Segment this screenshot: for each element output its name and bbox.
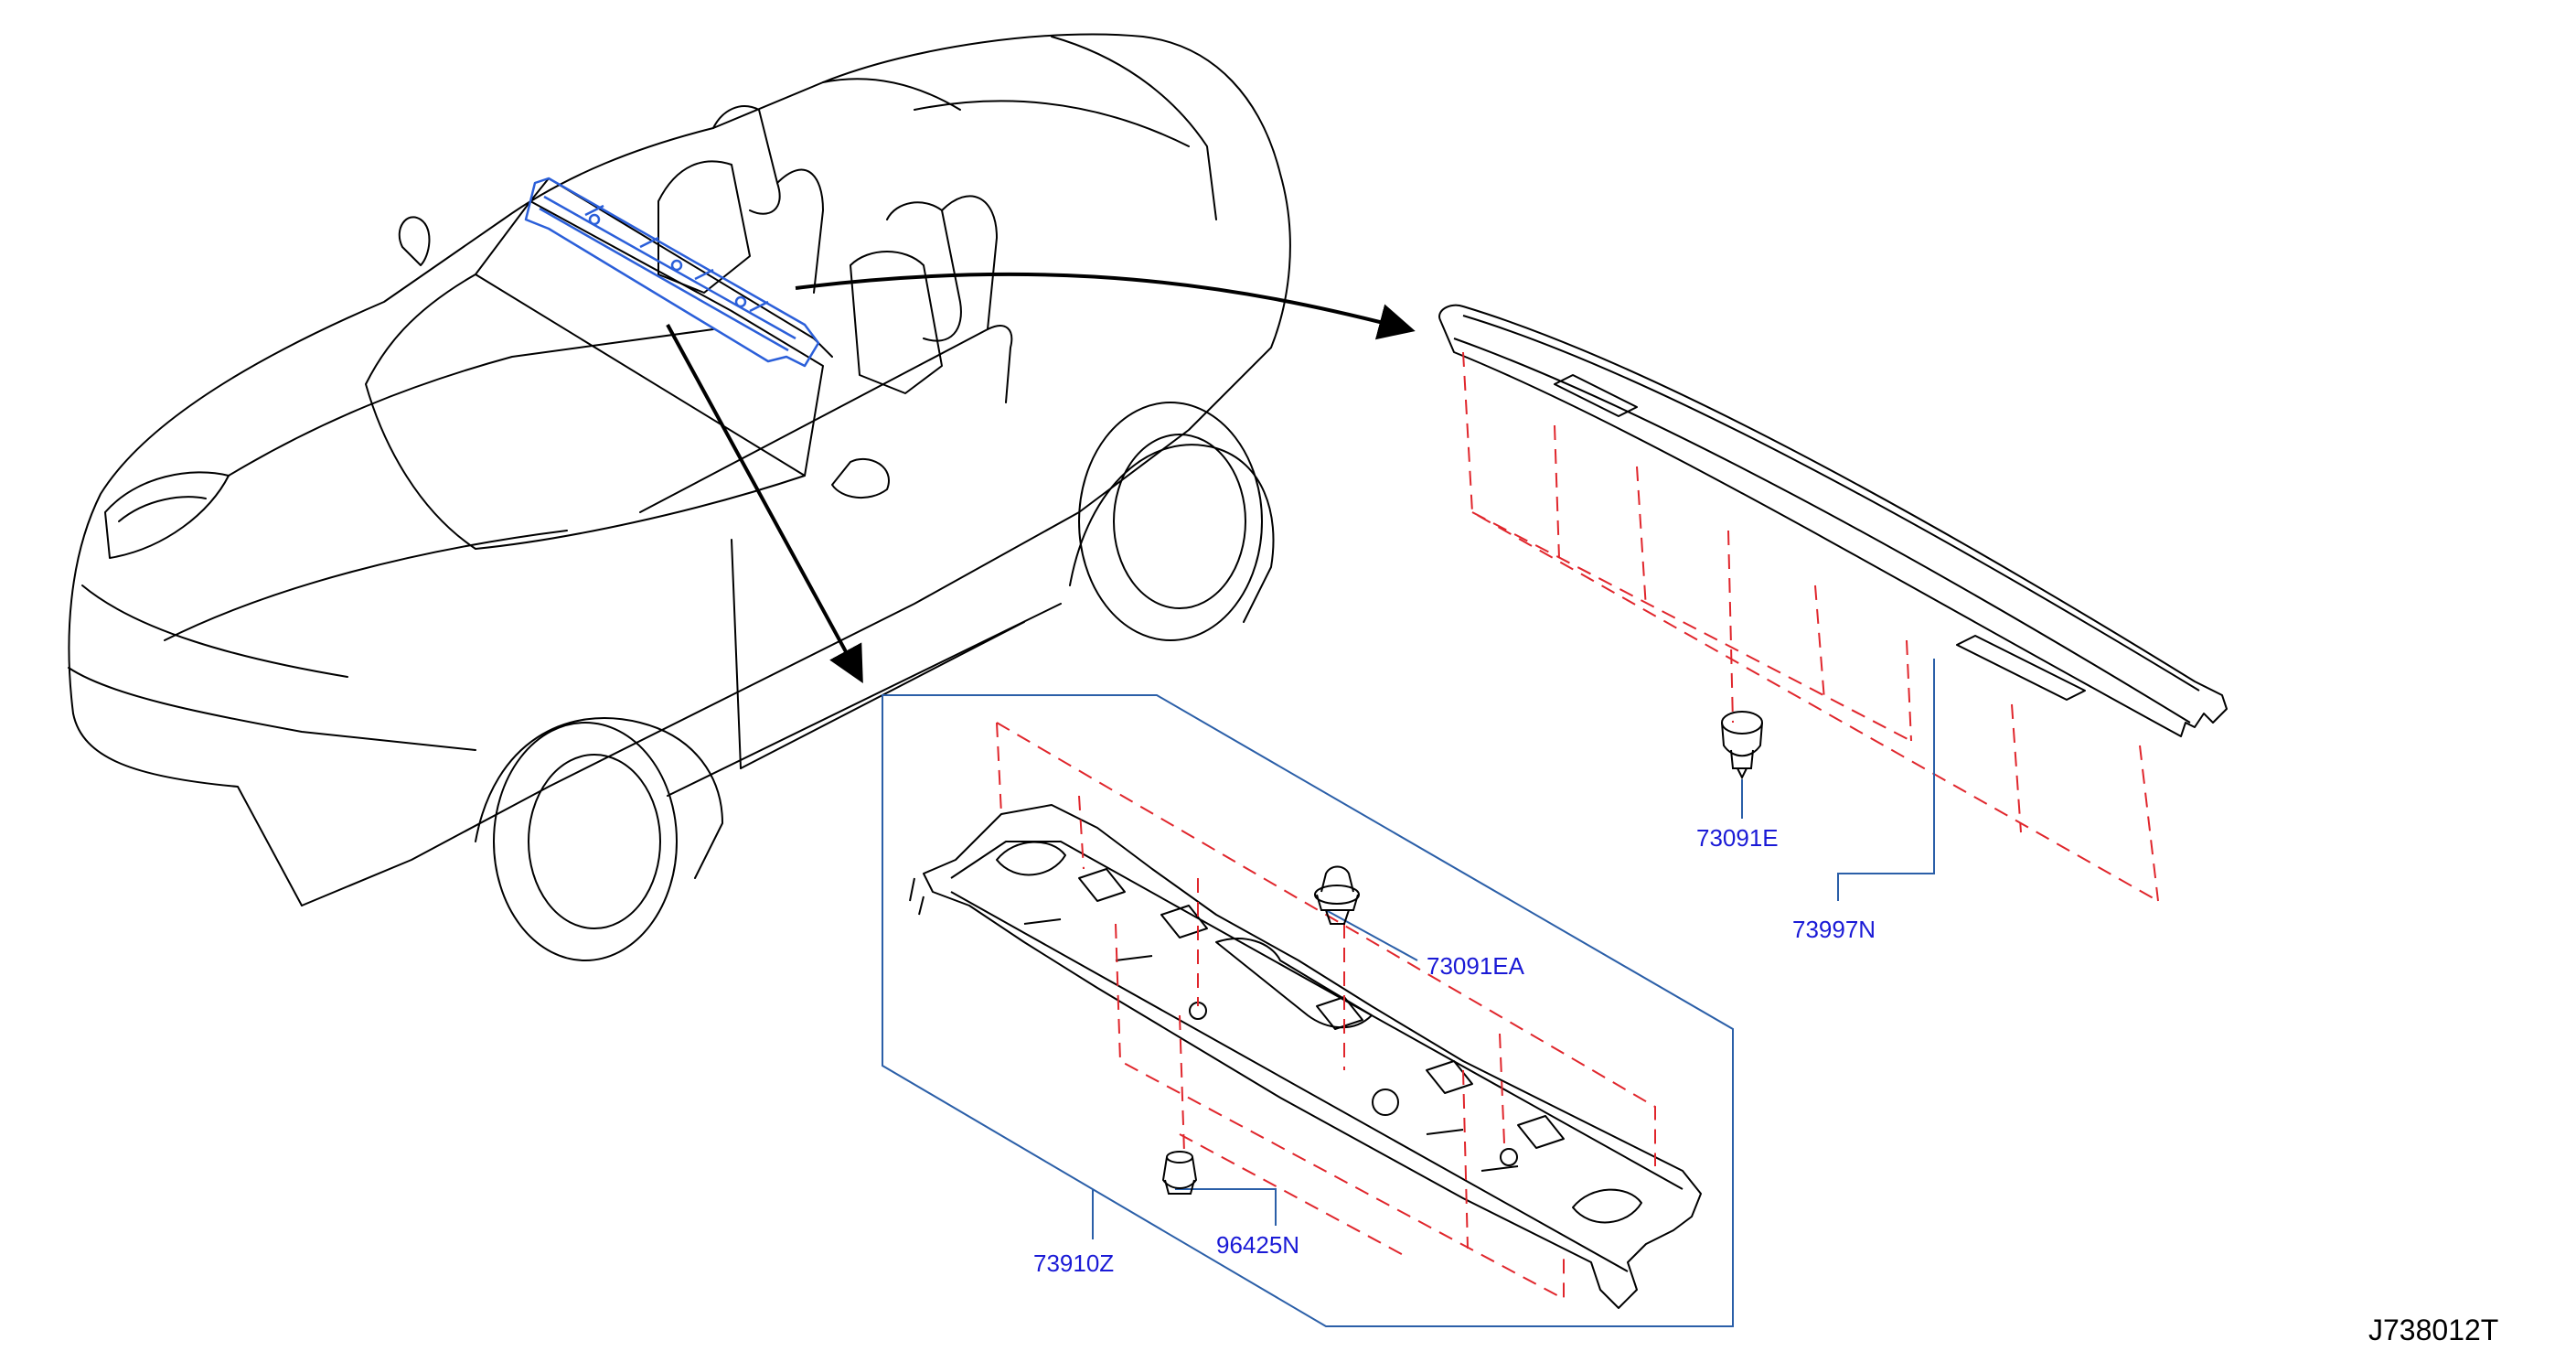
trim-panel-73997n [1438, 304, 2228, 737]
clip-73091ea [1314, 865, 1360, 925]
label-73997n: 73997N [1792, 916, 1876, 943]
label-73091ea: 73091EA [1427, 952, 1525, 980]
clip-96425n [1161, 1151, 1198, 1195]
label-96425n: 96425N [1216, 1231, 1299, 1259]
diagram-code: J738012T [2368, 1314, 2498, 1346]
callout-lines-upper [1741, 659, 1935, 901]
label-73910z: 73910Z [1033, 1249, 1114, 1277]
dashed-guides-73910z [996, 722, 1656, 1301]
header-panel-73910z [909, 804, 1702, 1309]
callout-box-73910z [882, 694, 1734, 1327]
car-illustration [68, 33, 1291, 961]
highlighted-header-panel [524, 177, 820, 368]
clip-73091e [1721, 711, 1763, 780]
pointer-arrows [666, 272, 1416, 684]
label-73091e: 73091E [1696, 824, 1779, 852]
dashed-guides-73997n [1462, 351, 2159, 902]
